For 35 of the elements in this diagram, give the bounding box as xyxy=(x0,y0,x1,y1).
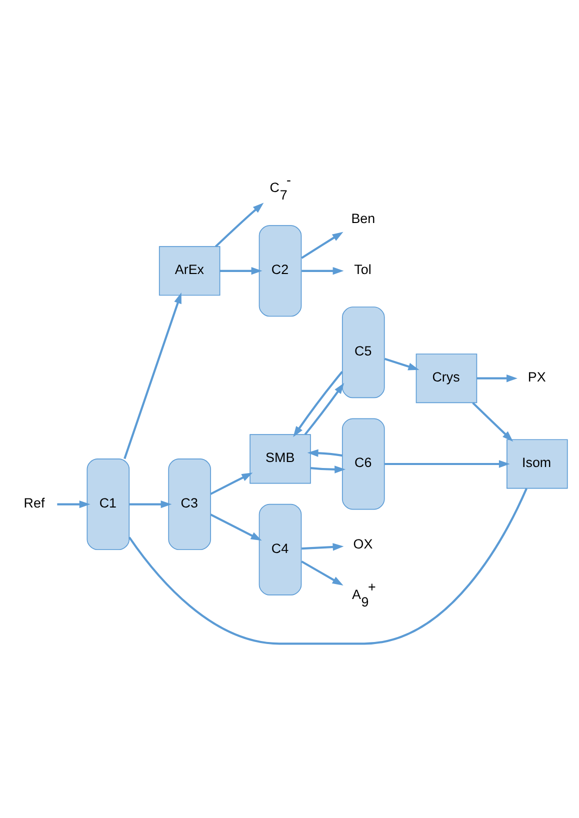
node-text: PX xyxy=(528,370,546,385)
arrow xyxy=(384,358,420,370)
node-box: Isom xyxy=(506,439,568,489)
arrow xyxy=(301,232,344,259)
node-text: OX xyxy=(353,536,373,552)
arrow xyxy=(307,449,343,457)
node-box: SMB xyxy=(250,434,311,484)
arrow xyxy=(210,514,262,541)
node-box: C2 xyxy=(258,225,302,317)
arrow xyxy=(210,472,253,495)
arrow xyxy=(130,500,172,508)
node-box: C1 xyxy=(86,458,130,550)
connector xyxy=(128,488,528,645)
node-text: Tol xyxy=(354,262,372,278)
node-text: Ref xyxy=(24,495,45,510)
arrow xyxy=(215,202,264,248)
arrow xyxy=(302,543,344,551)
arrow xyxy=(304,382,344,436)
node-box: C6 xyxy=(342,418,385,510)
node-box: C4 xyxy=(258,504,302,596)
node-text: Ben xyxy=(351,210,376,226)
arrow xyxy=(310,466,346,474)
node-box: C5 xyxy=(342,306,385,398)
arrow xyxy=(302,267,344,275)
node-box: Crys xyxy=(416,354,478,404)
arrow xyxy=(384,460,510,468)
arrow xyxy=(476,374,518,382)
arrow xyxy=(472,402,514,442)
arrow xyxy=(57,500,90,508)
arrow xyxy=(124,292,182,460)
arrow xyxy=(220,267,262,275)
arrow xyxy=(293,371,344,438)
arrow xyxy=(301,560,344,586)
node-box: C3 xyxy=(168,458,211,550)
node-box: ArEx xyxy=(158,246,220,296)
